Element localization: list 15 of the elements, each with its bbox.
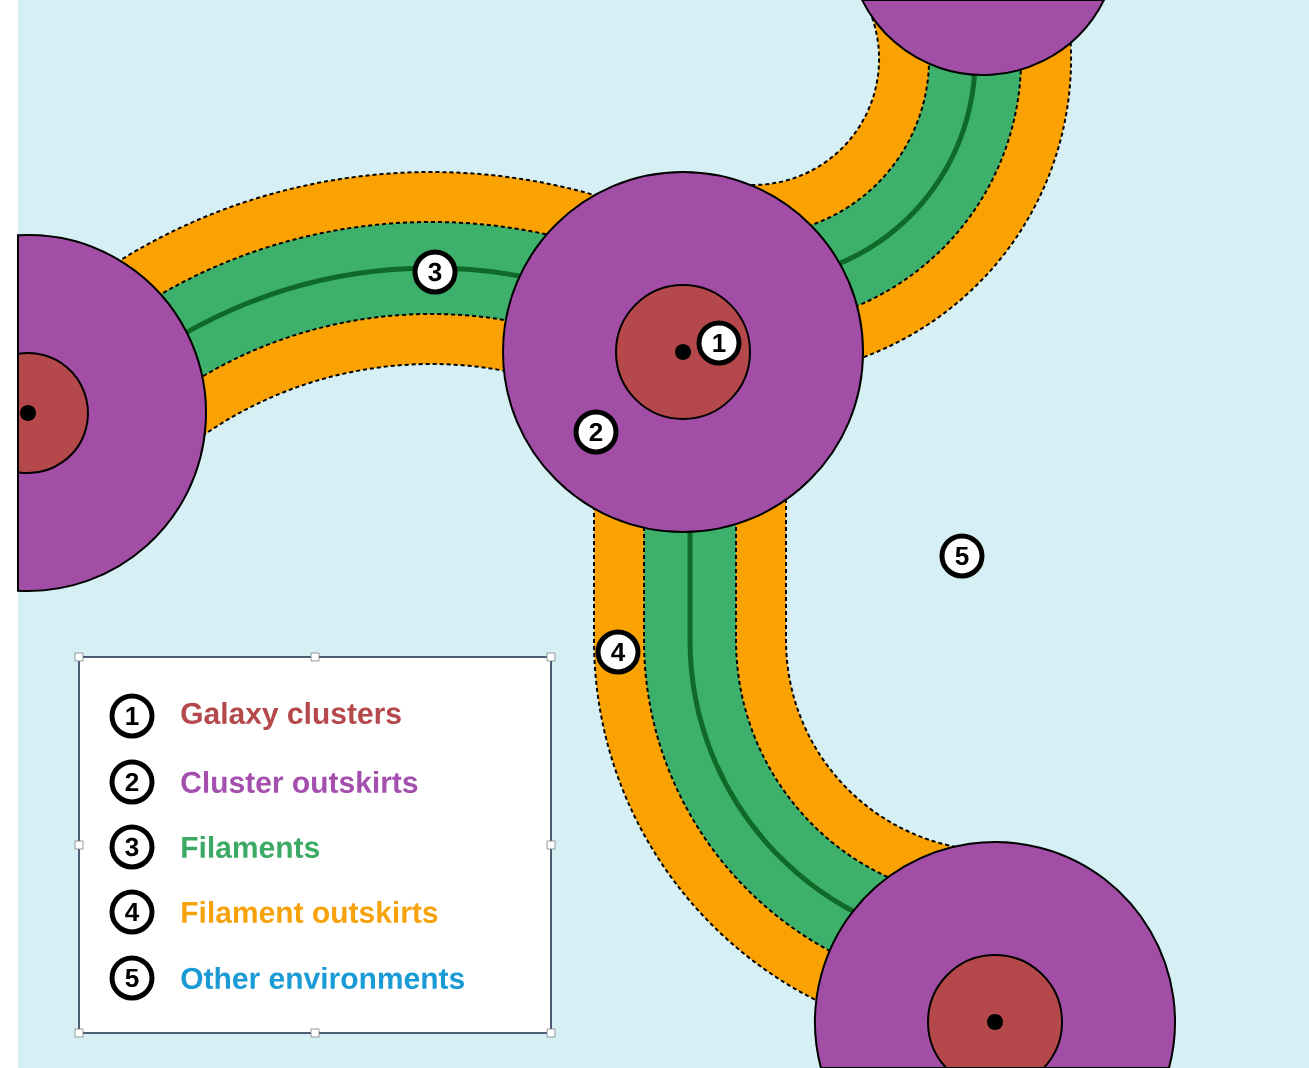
legend-number: 3 — [109, 824, 155, 870]
legend-number: 5 — [109, 955, 155, 1001]
legend-text: Filaments — [182, 836, 319, 858]
legend-number: 4 — [109, 889, 155, 935]
callout-number: 2 — [573, 409, 619, 455]
callout-number: 5 — [939, 533, 985, 579]
legend-text: Cluster outskirts — [181, 771, 418, 793]
callout-number: 4 — [595, 629, 641, 675]
callout-number: 3 — [412, 249, 458, 295]
legend-text: Galaxy clusters — [181, 702, 401, 730]
callout-number: 1 — [696, 320, 742, 366]
legend-number: 2 — [109, 759, 155, 805]
legend-text: Other environments — [181, 967, 464, 989]
legend-text: Filament outskirts — [182, 901, 438, 923]
legend-number: 1 — [109, 693, 155, 739]
